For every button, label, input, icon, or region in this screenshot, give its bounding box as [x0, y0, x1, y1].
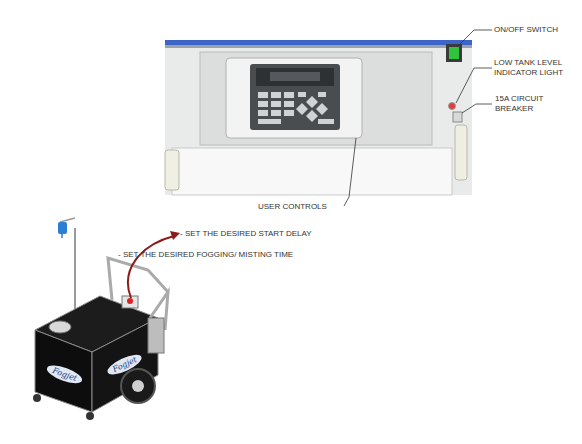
callout-label: LOW TANK LEVEL INDICATOR LIGHT — [494, 58, 578, 78]
callout-label: USER CONTROLS — [258, 202, 327, 212]
instruction-note: - SET THE DESIRED FOGGING/ MISTING TIME — [118, 250, 293, 260]
callout-label: 15A CIRCUIT BREAKER — [495, 94, 565, 114]
callout-label: ON/OFF SWITCH — [494, 25, 578, 35]
instruction-note: - SET THE DESIRED START DELAY — [180, 229, 312, 239]
